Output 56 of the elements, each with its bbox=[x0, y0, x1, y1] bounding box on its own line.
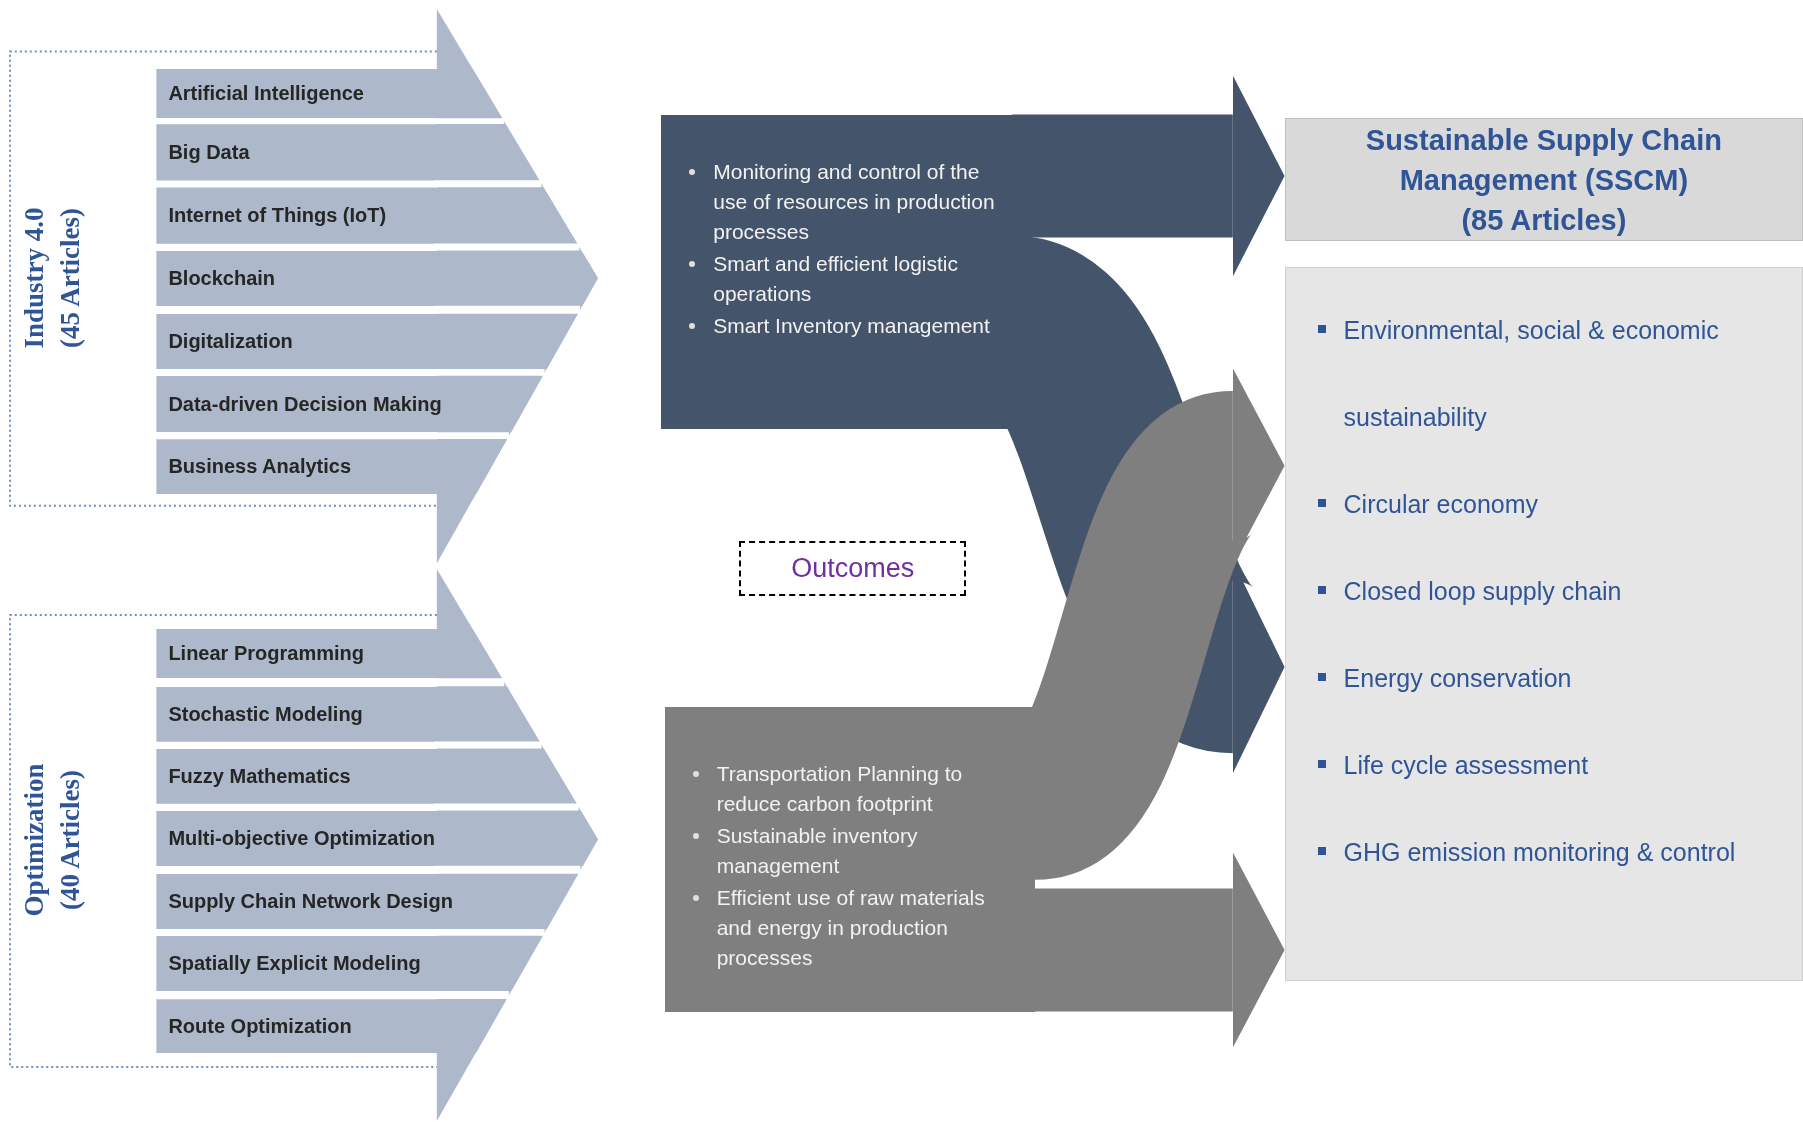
topic-label: Fuzzy Mathematics bbox=[168, 764, 351, 788]
topic-label: Spatially Explicit Modeling bbox=[168, 952, 421, 976]
list-item: Closed loop supply chain bbox=[1343, 575, 1623, 607]
list-item: Environmental, social & economic sustainability bbox=[1343, 314, 1720, 433]
topic-bar bbox=[156, 124, 540, 181]
topic-label: Stochastic Modeling bbox=[168, 702, 363, 726]
outcome-item: Transportation Planning to reduce carbon footprint bbox=[716, 761, 964, 818]
list-item: Energy conservation bbox=[1343, 662, 1573, 694]
outcome-item: Monitoring and control of the use of resources in production processes bbox=[713, 159, 996, 245]
outcome-item: Sustainable inventory management bbox=[716, 823, 919, 880]
chevron-group bbox=[9, 569, 598, 1122]
topic-label: Blockchain bbox=[168, 266, 276, 290]
topic-bar bbox=[156, 69, 503, 119]
topic-label: Route Optimization bbox=[168, 1014, 352, 1038]
outcome-item: Smart Inventory management bbox=[713, 313, 991, 339]
topic-label: Digitalization bbox=[168, 330, 293, 354]
topic-label: Artificial Intelligence bbox=[168, 82, 364, 106]
header-box bbox=[1284, 118, 1803, 242]
topic-bar bbox=[156, 686, 540, 742]
topic-label: Big Data bbox=[168, 140, 250, 164]
topic-bar bbox=[156, 439, 508, 495]
header-title: Sustainable Supply Chain Management (SSCM) bbox=[1364, 122, 1723, 198]
article-count: (45 Articles) bbox=[53, 207, 86, 349]
group-title: Optimization bbox=[17, 763, 50, 916]
topic-label: Internet of Things (IoT) bbox=[168, 204, 387, 228]
article-count: (40 Articles) bbox=[53, 768, 86, 912]
topic-bar bbox=[156, 250, 598, 306]
topic-label: Data-driven Decision Making bbox=[168, 392, 442, 416]
topic-label: Linear Programming bbox=[168, 642, 364, 666]
topic-bar bbox=[156, 936, 543, 992]
dashed-label-box bbox=[739, 540, 966, 596]
chevron-group bbox=[9, 9, 598, 564]
outcome-item: Smart and efficient logistic operations bbox=[713, 251, 959, 307]
topic-label: Supply Chain Network Design bbox=[168, 890, 453, 914]
group-title: Industry 4.0 bbox=[17, 207, 50, 349]
topic-label: Multi-objective Optimization bbox=[168, 826, 436, 850]
outcome-heading: Outcomes bbox=[791, 552, 915, 584]
topic-bar bbox=[156, 629, 503, 679]
article-count: (85 Articles) bbox=[1461, 202, 1627, 238]
topic-bar bbox=[156, 748, 577, 804]
outcome-panel bbox=[664, 707, 1035, 1012]
topic-bar bbox=[156, 187, 578, 244]
topic-bar bbox=[156, 874, 579, 930]
list-item: GHG emission monitoring & control bbox=[1343, 836, 1737, 868]
topic-bar bbox=[156, 376, 543, 433]
thick-arrow bbox=[1035, 852, 1285, 1048]
outcome-item: Efficient use of raw materials and energy in production processes bbox=[716, 885, 986, 972]
thick-arrow bbox=[1012, 75, 1285, 277]
topic-bar bbox=[156, 999, 507, 1054]
outcome-panel bbox=[661, 115, 1012, 429]
list-panel bbox=[1284, 266, 1803, 981]
topic-bar bbox=[156, 810, 598, 866]
topic-label: Business Analytics bbox=[168, 455, 352, 479]
topic-bar bbox=[156, 313, 578, 370]
list-item: Circular economy bbox=[1343, 488, 1540, 520]
list-item: Life cycle assessment bbox=[1343, 749, 1590, 781]
